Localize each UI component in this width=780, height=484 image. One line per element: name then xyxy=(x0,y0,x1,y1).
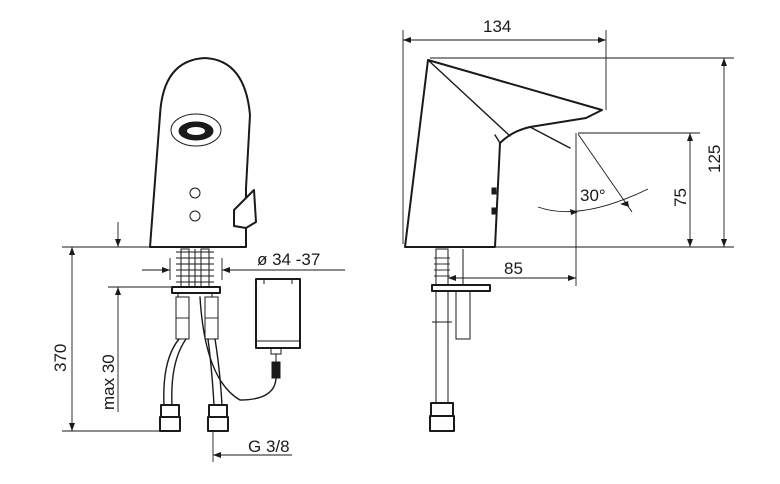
sensor-dot-upper xyxy=(189,187,201,199)
pipe-left-upper xyxy=(180,248,190,288)
dim-reach: 85 xyxy=(448,133,577,286)
dim-thread: G 3/8 xyxy=(212,431,292,462)
faucet-body-front xyxy=(149,57,251,248)
threaded-rod xyxy=(176,251,214,283)
dim-angle: 30° xyxy=(537,133,649,215)
control-box xyxy=(255,278,301,349)
nut-left xyxy=(160,404,180,418)
front-view: ø 34 -37 max 30 370 G 3/8 xyxy=(51,57,345,462)
mounting-plate xyxy=(171,286,221,294)
pipe-right-upper xyxy=(200,248,210,288)
side-nut-cap xyxy=(429,415,455,432)
label-max-deck: max 30 xyxy=(99,354,118,410)
label-angle: 30° xyxy=(580,186,606,205)
nut-left-cap xyxy=(159,416,181,432)
dim-max-deck: max 30 xyxy=(99,222,172,412)
side-connector xyxy=(435,248,449,286)
hose-left-2 xyxy=(171,338,187,406)
side-sensor xyxy=(491,187,497,195)
hose-right-2 xyxy=(214,338,223,406)
dim-width-top: 134 xyxy=(402,17,607,244)
aerator-mesh-inner xyxy=(187,127,205,135)
side-view: 134 125 75 85 xyxy=(402,17,734,432)
side-threads xyxy=(434,257,450,277)
faucet-body-side xyxy=(404,59,603,248)
nut-right xyxy=(208,404,228,418)
sensor-dot-lower xyxy=(189,210,201,222)
hose-left xyxy=(163,338,180,406)
label-width-top: 134 xyxy=(483,17,511,36)
side-lever xyxy=(233,189,257,229)
label-reach: 85 xyxy=(504,259,523,278)
plug xyxy=(271,361,281,379)
label-height-total: 125 xyxy=(705,145,724,173)
sensor-cable xyxy=(199,296,277,401)
side-plate xyxy=(431,284,491,292)
dim-hose-length: 370 xyxy=(51,246,160,432)
dim-height-spout: 75 xyxy=(578,132,700,247)
dim-height-total: 125 xyxy=(430,57,734,248)
body-inner-line xyxy=(529,126,571,149)
nut-right-cap xyxy=(207,416,229,432)
label-hose-length: 370 xyxy=(51,344,70,372)
side-hose xyxy=(435,290,449,404)
body-bottom-edge xyxy=(494,134,501,144)
label-height-spout: 75 xyxy=(671,188,690,207)
side-nut xyxy=(430,402,454,417)
body-crease xyxy=(427,59,511,137)
dim-diameter: ø 34 -37 xyxy=(142,250,345,280)
side-sensor-2 xyxy=(491,207,497,215)
side-cable-box xyxy=(455,290,471,340)
label-hole-diameter: ø 34 -37 xyxy=(257,250,320,269)
aerator xyxy=(170,113,222,147)
hose-right xyxy=(207,338,215,406)
label-thread: G 3/8 xyxy=(248,437,290,456)
